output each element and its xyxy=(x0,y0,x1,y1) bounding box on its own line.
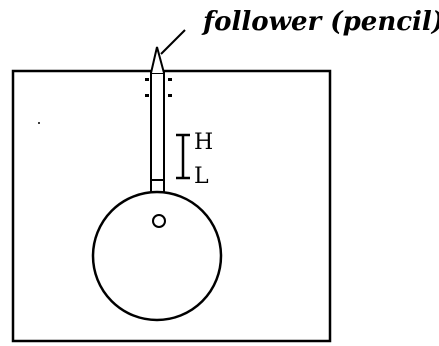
leader-line xyxy=(160,29,186,55)
stray-dot xyxy=(38,122,40,124)
low-label: L xyxy=(194,164,209,189)
guide-marks xyxy=(145,78,172,97)
displacement-indicator xyxy=(176,133,190,180)
board-frame xyxy=(11,69,332,343)
cam-disc xyxy=(91,190,223,322)
pencil-tip xyxy=(150,46,165,74)
cam-pivot-hole xyxy=(152,214,166,228)
pencil-shaft xyxy=(150,72,165,197)
high-label: H xyxy=(194,130,213,155)
follower-label: follower (pencil) xyxy=(201,7,439,37)
